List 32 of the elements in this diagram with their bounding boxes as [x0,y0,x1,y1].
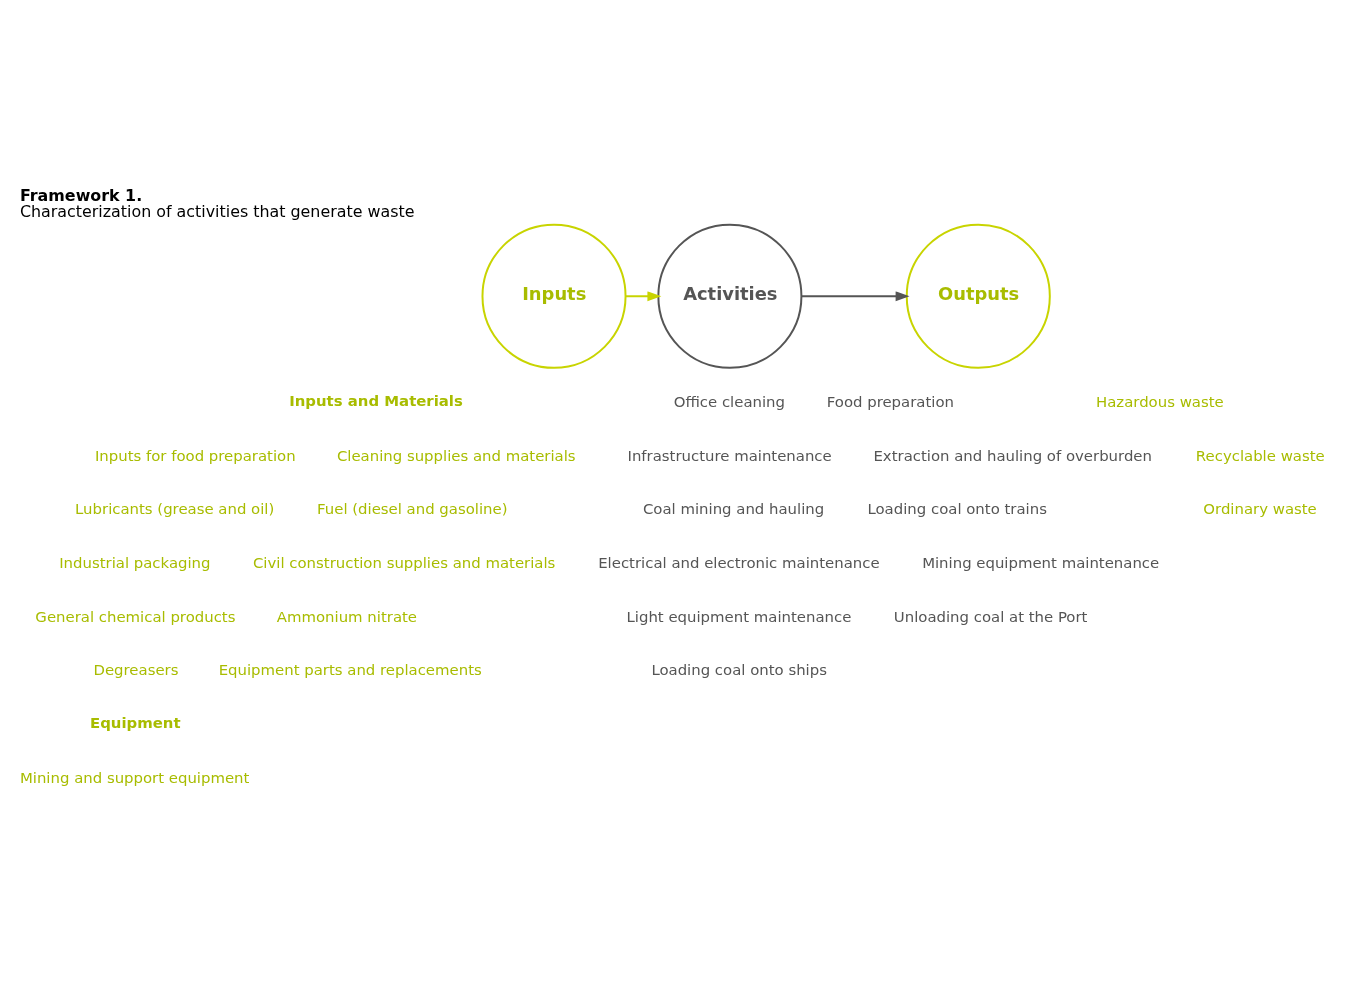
label: Recyclable waste [1195,446,1325,465]
label: Equipment parts and replacements [218,661,482,680]
label: Ordinary waste [1203,500,1317,519]
label: Electrical and electronic maintenance [598,554,880,572]
arrow [800,291,910,302]
arrow [624,291,662,302]
label: Equipment [90,713,181,732]
node-circle: Outputs [905,223,1051,369]
label: Mining equipment maintenance [922,554,1160,572]
label: Cleaning supplies and materials [336,446,576,465]
label: Light equipment maintenance [626,607,852,626]
label: Ammonium nitrate [276,607,418,626]
label: Fuel (diesel and gasoline) [317,500,508,519]
label: Food preparation [826,393,954,412]
label: Loading coal onto trains [867,500,1047,519]
label: Degreasers [93,661,179,680]
label: Office cleaning [673,393,786,412]
label: Civil construction supplies and materials [252,554,556,572]
label: General chemical products [35,607,236,626]
label: Coal mining and hauling [642,500,825,519]
node-circle: Activities [657,223,803,369]
label: Hazardous waste [1096,393,1224,412]
label: Extraction and hauling of overburden [873,446,1152,465]
label: Loading coal onto ships [651,661,827,680]
node-circle: Inputs [481,223,627,369]
label: Infrastructure maintenance [627,446,832,465]
label: Mining and support equipment [19,768,250,787]
label: Industrial packaging [59,554,211,572]
label: Lubricants (grease and oil) [75,500,275,519]
label: Unloading coal at the Port [893,607,1088,626]
label: Inputs for food preparation [94,446,296,465]
label: Inputs and Materials [289,392,463,411]
